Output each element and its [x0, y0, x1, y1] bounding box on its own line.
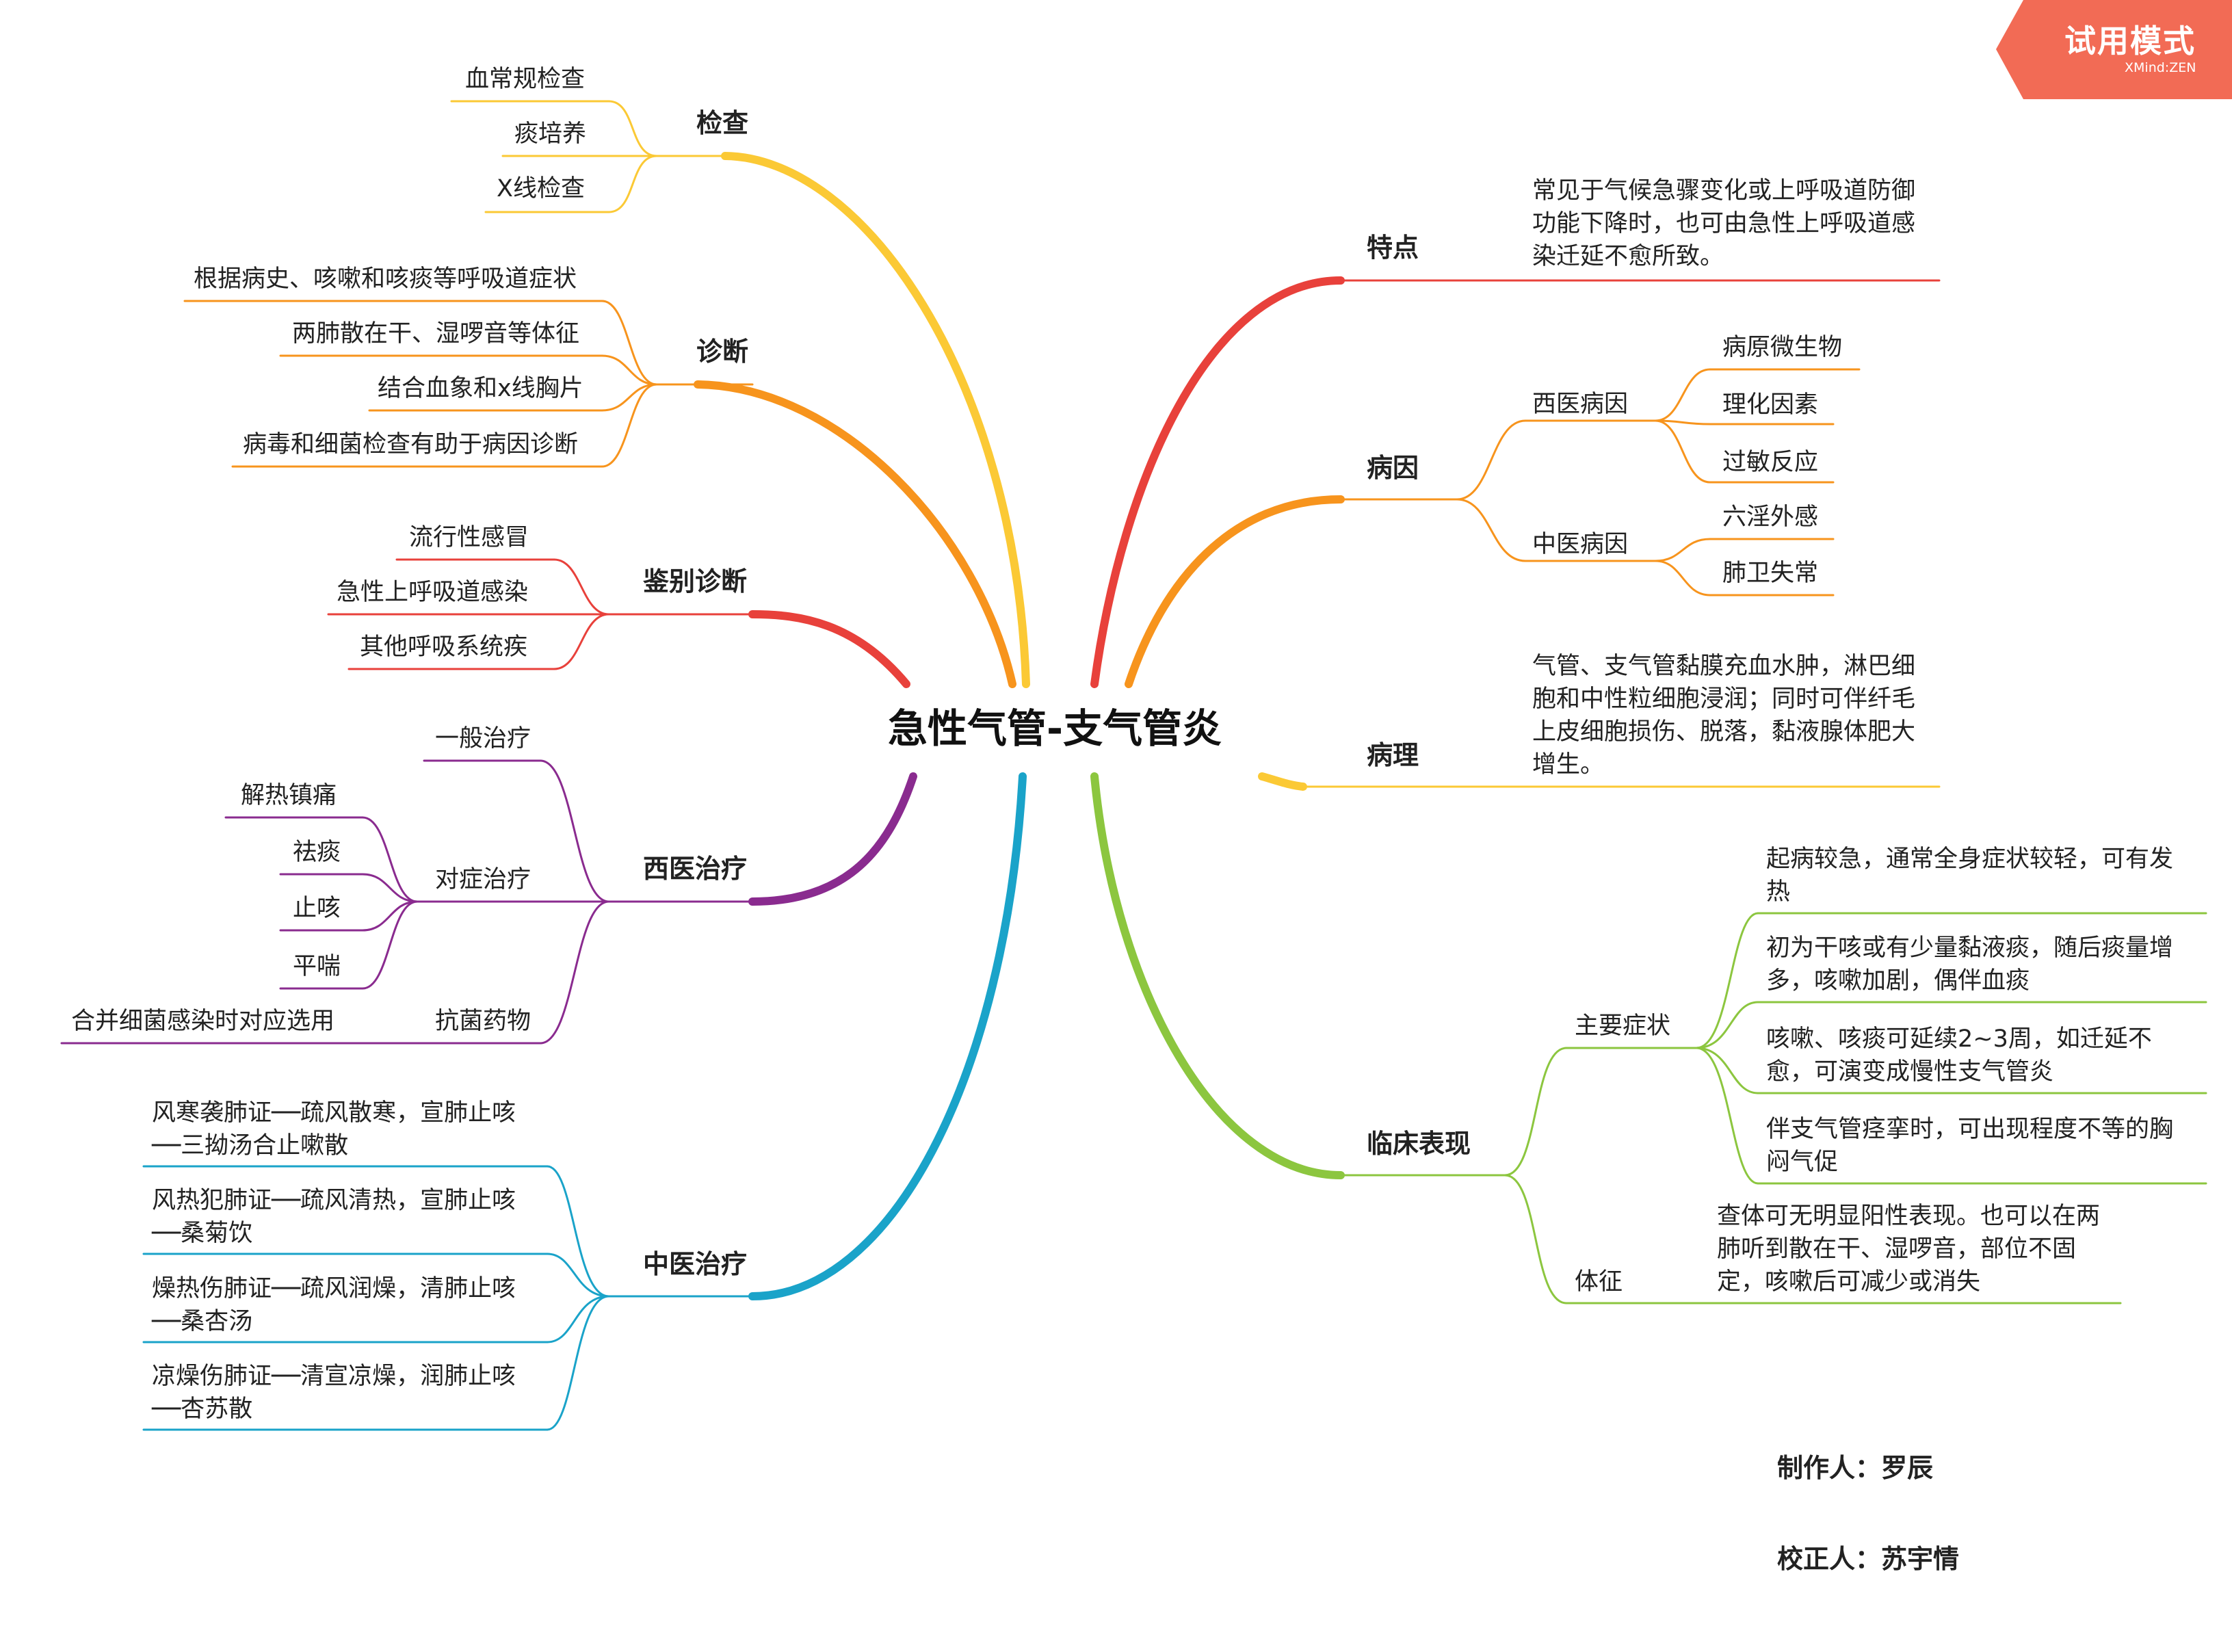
tcm-item[interactable]: 风寒袭肺证──疏风散寒，宣肺止咳──三拗汤合止嗽散: [152, 1099, 516, 1159]
topic-differential-diagnosis[interactable]: 鉴别诊断: [643, 566, 748, 596]
exam-item[interactable]: 痰培养: [514, 120, 587, 148]
symptom-item[interactable]: 伴支气管痉挛时，可出现程度不等的胸闷气促: [1766, 1116, 2174, 1176]
symptomatic-treatment[interactable]: 对症治疗: [435, 866, 531, 893]
badge-shape: [1996, 0, 2232, 99]
symptom-item[interactable]: 咳嗽、咳痰可延续2~3周，如迁延不愈，可演变成慢性支气管炎: [1766, 1025, 2152, 1086]
branch-clinical: [1090, 772, 1345, 1179]
symptomatic-item[interactable]: 平喘: [293, 953, 341, 980]
diagnosis-item[interactable]: 结合血象和x线胸片: [378, 375, 583, 402]
tcm-cause[interactable]: 中医病因: [1532, 531, 1629, 558]
topic-feature[interactable]: 特点: [1367, 233, 1419, 263]
tcm-cause-item[interactable]: 肺卫失常: [1722, 560, 1819, 587]
diagnosis-item[interactable]: 根据病史、咳嗽和咳痰等呼吸道症状: [194, 265, 577, 293]
exam-item[interactable]: 血常规检查: [465, 66, 586, 93]
tcm-cause-item[interactable]: 六淫外感: [1722, 503, 1819, 531]
trial-mode-label: 试用模式: [2064, 23, 2196, 60]
xmind-brand: XMind:ZEN: [2125, 60, 2196, 75]
main-symptoms[interactable]: 主要症状: [1575, 1012, 1671, 1040]
topic-diagnosis[interactable]: 诊断: [696, 337, 749, 367]
tcm-item[interactable]: 风热犯肺证──疏风清热，宣肺止咳──桑菊饮: [152, 1187, 516, 1247]
branch-diagnosis: [694, 380, 1016, 688]
symptomatic-item[interactable]: 解热镇痛: [241, 782, 337, 809]
topic-western-treatment[interactable]: 西医治疗: [643, 854, 748, 884]
branch-western: [748, 772, 917, 906]
exam-item[interactable]: X线检查: [497, 175, 585, 202]
topic-tcm-treatment[interactable]: 中医治疗: [643, 1249, 748, 1279]
proofreader-credit: 校正人：苏宇情: [1777, 1544, 1960, 1574]
pathology-text[interactable]: 气管、支气管黏膜充血水肿，淋巴细胞和中性粒细胞浸润；同时可伴纤毛上皮细胞损伤、脱…: [1532, 653, 1916, 778]
branch-cause: [1125, 495, 1345, 688]
differential-item[interactable]: 其他呼吸系统疾: [360, 633, 528, 661]
branch-tcm: [748, 772, 1027, 1300]
differential-item[interactable]: 流行性感冒: [409, 524, 529, 551]
topic-pathology[interactable]: 病理: [1367, 740, 1419, 770]
branch-differential: [748, 610, 910, 688]
topic-exam[interactable]: 检查: [696, 108, 749, 138]
antibiotic-treatment[interactable]: 抗菌药物: [435, 1008, 531, 1035]
branch-exam: [721, 152, 1030, 688]
topic-cause[interactable]: 病因: [1367, 453, 1419, 483]
tcm-item[interactable]: 燥热伤肺证──疏风润燥，清肺止咳──桑杏汤: [152, 1275, 516, 1335]
diagnosis-item[interactable]: 病毒和细菌检查有助于病因诊断: [243, 431, 579, 458]
western-cause-item[interactable]: 理化因素: [1722, 391, 1819, 419]
western-cause-item[interactable]: 病原微生物: [1722, 334, 1843, 361]
topic-clinical-manifestation[interactable]: 临床表现: [1367, 1129, 1471, 1159]
general-treatment[interactable]: 一般治疗: [435, 725, 531, 752]
tcm-item[interactable]: 凉燥伤肺证──清宣凉燥，润肺止咳──杏苏散: [152, 1363, 516, 1423]
antibiotic-item[interactable]: 合并细菌感染时对应选用: [71, 1008, 335, 1035]
feature-text[interactable]: 常见于气候急骤变化或上呼吸道防御功能下降时，也可由急性上呼吸道感染迁延不愈所致。: [1532, 177, 1916, 270]
western-cause-item[interactable]: 过敏反应: [1722, 449, 1819, 476]
symptomatic-item[interactable]: 祛痰: [293, 839, 341, 866]
branch-pathology: [1258, 772, 1307, 791]
physical-signs[interactable]: 体征: [1575, 1268, 1623, 1296]
symptom-item[interactable]: 初为干咳或有少量黏液痰，随后痰量增多，咳嗽加剧，偶伴血痰: [1766, 934, 2174, 995]
trial-mode-badge[interactable]: 试用模式 XMind:ZEN: [1996, 0, 2232, 99]
branch-feature: [1090, 276, 1345, 688]
symptom-item[interactable]: 起病较急，通常全身症状较轻，可有发热: [1766, 845, 2174, 906]
symptomatic-item[interactable]: 止咳: [293, 895, 341, 922]
western-cause[interactable]: 西医病因: [1532, 391, 1629, 418]
signs-text[interactable]: 查体可无明显阳性表现。也可以在两肺听到散在干、湿啰音，部位不固定，咳嗽后可减少或…: [1717, 1203, 2101, 1296]
diagnosis-item[interactable]: 两肺散在干、湿啰音等体征: [292, 320, 580, 348]
central-topic[interactable]: 急性气管-支气管炎: [888, 705, 1222, 752]
differential-item[interactable]: 急性上呼吸道感染: [337, 579, 529, 606]
author-credit: 制作人：罗辰: [1777, 1453, 1934, 1483]
